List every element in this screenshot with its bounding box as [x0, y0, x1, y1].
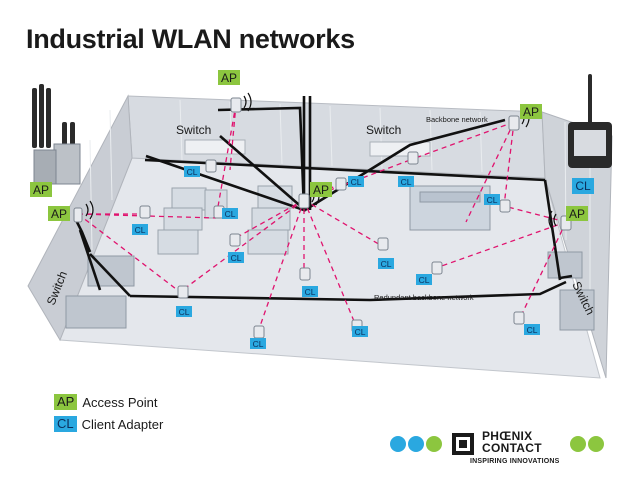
svg-text:CL: CL [381, 259, 392, 269]
cl-tag-11: CL [378, 258, 394, 269]
cl-tag-4: CL [228, 252, 244, 263]
svg-text:AP: AP [33, 183, 49, 197]
radiator-right [369, 141, 431, 157]
svg-text:CL: CL [487, 195, 498, 205]
cl-tag-14: CL [524, 324, 540, 335]
right-cabinets [547, 251, 595, 331]
cl-tag-product: CL [572, 178, 594, 194]
ap-tag-right: AP [566, 206, 588, 221]
cl-tag-7: CL [250, 338, 266, 349]
machine-right [409, 185, 491, 231]
cl-tag-2: CL [222, 208, 238, 219]
svg-text:CL: CL [231, 253, 242, 263]
legend-cl-chip: CL [54, 416, 77, 432]
switch-label-right: Switch [366, 123, 401, 137]
ap-tags: AP AP AP AP AP AP [30, 70, 588, 221]
svg-text:AP: AP [51, 207, 67, 221]
client-adapter-devices [139, 151, 525, 339]
brand-name-line2: CONTACT [482, 441, 542, 455]
brand-dot-3 [426, 436, 442, 452]
svg-text:CL: CL [527, 325, 538, 335]
cl-tag-12: CL [416, 274, 432, 285]
cl-tag-5: CL [302, 286, 318, 297]
svg-text:AP: AP [569, 207, 585, 221]
svg-text:CL: CL [351, 177, 362, 187]
ap-tag-top-right: AP [520, 104, 542, 119]
svg-text:AP: AP [523, 105, 539, 119]
cl-tag-1: CL [184, 166, 200, 177]
legend-access-point: AP Access Point [54, 394, 158, 410]
svg-text:AP: AP [221, 71, 237, 85]
radiator-left [184, 139, 246, 155]
access-point-product-icon [32, 84, 81, 185]
svg-text:CL: CL [401, 177, 412, 187]
cl-tag-3: CL [132, 224, 148, 235]
cl-tag-10: CL [398, 176, 414, 187]
legend-ap-text: Access Point [82, 394, 158, 410]
ap-tag-top: AP [218, 70, 240, 85]
backbone-network-label: Backbone network [426, 115, 488, 124]
brand-name-line1: PHŒNIX [482, 429, 533, 443]
brand-dot-1 [390, 436, 406, 452]
legend-ap-chip: AP [54, 394, 78, 410]
redundant-backbone-network [89, 253, 567, 302]
svg-text:CL: CL [253, 339, 264, 349]
cl-tags: CL CL CL CL CL CL CL CL CL CL CL CL CL C… [132, 166, 594, 349]
svg-text:CL: CL [355, 327, 366, 337]
svg-text:CL: CL [187, 167, 198, 177]
cl-tag-6: CL [176, 306, 192, 317]
page-title: Industrial WLAN networks [26, 24, 355, 54]
svg-text:CL: CL [135, 225, 146, 235]
brand-dot-4 [570, 436, 586, 452]
legend-client-adapter: CL Client Adapter [54, 416, 163, 432]
ap-tag-center: AP [310, 182, 332, 197]
legend-cl-text: Client Adapter [81, 416, 164, 432]
ap-tag-left-upper: AP [30, 182, 52, 197]
ap-tag-left: AP [48, 206, 70, 221]
svg-text:CL: CL [419, 275, 430, 285]
svg-text:CL: CL [305, 287, 316, 297]
switch-label-left: Switch [176, 123, 211, 137]
cl-tag-8: CL [352, 326, 368, 337]
svg-text:AP: AP [313, 183, 329, 197]
brand-dot-5 [588, 436, 604, 452]
svg-text:CL: CL [575, 179, 591, 193]
brand-dot-2 [408, 436, 424, 452]
svg-text:CL: CL [225, 209, 236, 219]
brand-mark-icon [452, 433, 474, 455]
svg-text:CL: CL [179, 307, 190, 317]
cl-tag-13: CL [484, 194, 500, 205]
redundant-backbone-label: Redundant backbone network [374, 293, 474, 302]
brand-name: PHŒNIX CONTACT [482, 430, 562, 454]
brand-slogan: INSPIRING INNOVATIONS [470, 458, 560, 465]
cl-tag-9: CL [348, 176, 364, 187]
client-adapter-product-icon [568, 74, 612, 168]
